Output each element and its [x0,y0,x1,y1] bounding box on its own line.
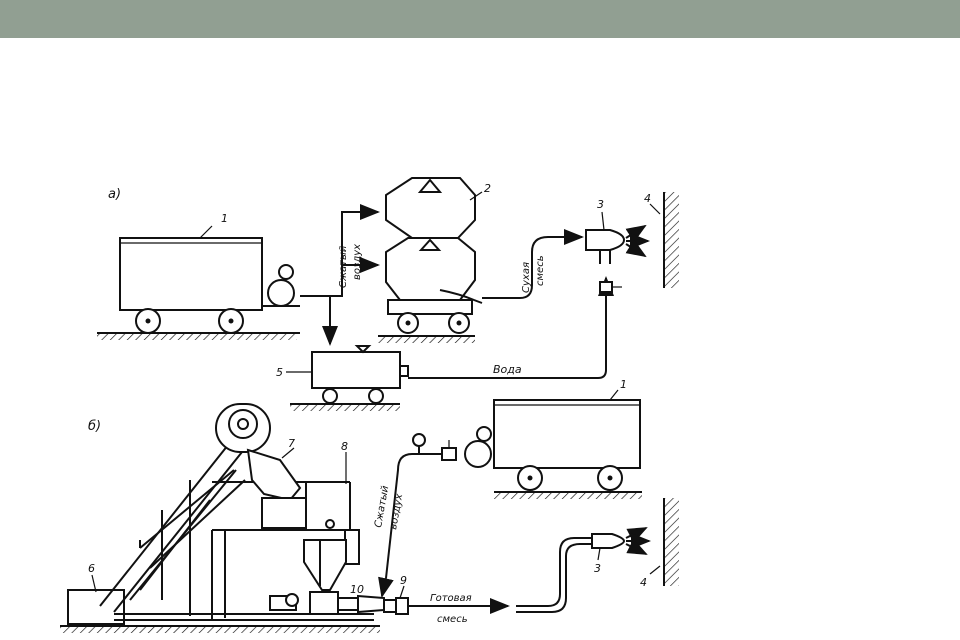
pump-10: 10 [269,583,385,615]
callout-7: 7 [288,437,295,450]
nozzle-3a: 3 [585,198,650,264]
ground-b [60,491,642,633]
water-label: Вода [493,363,522,376]
ready-mix-label-2: смесь [437,614,468,625]
part-a: а) 1 Сжатый [97,177,679,411]
wall-4a: 4 [644,192,679,288]
callout-9: 9 [400,574,407,587]
header-bar [0,0,960,38]
callout-4b: 4 [640,576,647,589]
dry-mix-label-2: смесь [535,255,546,286]
compressor-1: 1 [119,212,300,334]
callout-1a: 1 [221,212,228,225]
nozzle-3b: 3 [591,527,651,575]
dry-mix-hose: Сухая смесь [482,229,584,299]
dry-mix-label-1: Сухая [521,262,532,293]
hopper-6: 6 [67,562,125,625]
air-label-b-2: воздух [388,493,405,531]
callout-1b: 1 [620,378,627,391]
air-label-a-2: воздух [352,244,363,280]
mixer-7: 7 [215,403,307,529]
air-line-b: Сжатый воздух [373,433,457,598]
air-lines-a: Сжатый воздух [300,204,380,346]
water-tank-5: 5 [276,345,409,404]
ready-mix-line: 9 Готовая смесь [383,537,592,625]
silo-8: 8 [303,440,360,591]
ground-a [97,332,475,411]
callout-4a: 4 [644,192,651,205]
callout-6: 6 [88,562,95,575]
callout-3b: 3 [594,562,601,575]
skip-hoist [99,439,374,621]
ready-mix-label-1: Готовая [430,593,472,604]
callout-10: 10 [350,583,364,596]
part-a-label: а) [108,187,121,202]
callout-8: 8 [341,440,348,453]
callout-2: 2 [484,182,491,195]
callout-5: 5 [276,366,283,379]
water-line: Вода [408,276,622,379]
compressor-1b: 1 [464,378,641,491]
air-label-a-1: Сжатый [338,245,349,288]
cement-gun-2: 2 [385,177,491,334]
part-b-label: б) [88,419,101,434]
part-b: б) 6 [60,378,679,633]
wall-4b: 4 [640,498,679,589]
callout-3a: 3 [597,198,604,211]
